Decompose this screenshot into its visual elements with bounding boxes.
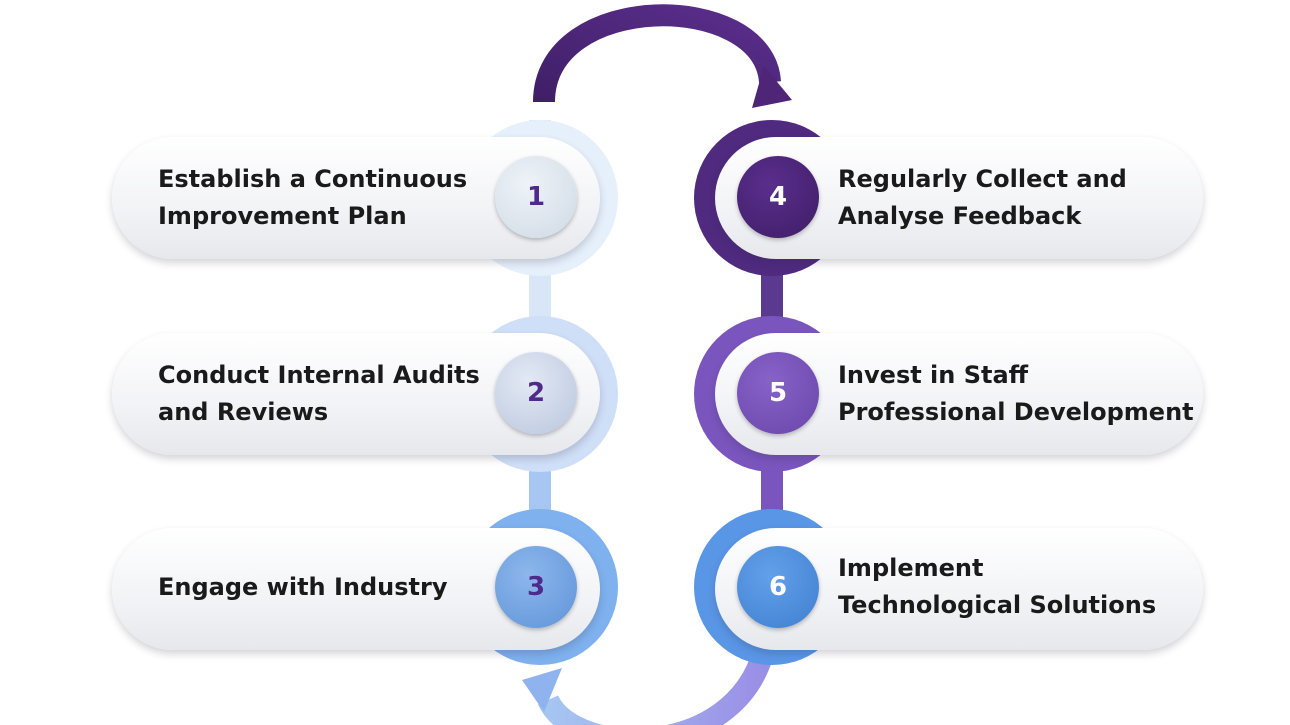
step-6-label: Implement Technological Solutions [838, 528, 1156, 646]
bottom-arc [537, 637, 777, 725]
step-4-line-2: Analyse Feedback [838, 202, 1082, 230]
step-6-line-1: Implement [838, 554, 984, 582]
step-1-number-badge: 1 [495, 156, 577, 238]
step-5-line-1: Invest in Staff [838, 361, 1029, 389]
step-2-line-2: and Reviews [158, 398, 329, 426]
step-5-line-2: Professional Development [838, 398, 1194, 426]
step-3-line-1: Engage with Industry [158, 572, 448, 601]
step-3-number-badge: 3 [495, 546, 577, 628]
step-5-number-badge: 5 [737, 352, 819, 434]
step-6-number-badge: 6 [737, 546, 819, 628]
bottom-arrowhead [522, 668, 562, 712]
step-4-label: Regularly Collect and Analyse Feedback [838, 137, 1127, 259]
step-1-label: Establish a Continuous Improvement Plan [158, 137, 467, 259]
step-1-line-2: Improvement Plan [158, 202, 407, 230]
step-6-line-2: Technological Solutions [838, 591, 1157, 619]
step-3-label: Engage with Industry [158, 528, 448, 646]
step-2-number-badge: 2 [495, 352, 577, 434]
top-arc [533, 4, 781, 103]
step-2-line-1: Conduct Internal Audits [158, 361, 480, 389]
step-4-number-badge: 4 [737, 156, 819, 238]
step-5-label: Invest in Staff Professional Development [838, 333, 1194, 455]
top-arrowhead [752, 66, 792, 108]
step-1-line-1: Establish a Continuous [158, 165, 468, 193]
step-2-label: Conduct Internal Audits and Reviews [158, 333, 480, 455]
step-4-line-1: Regularly Collect and [838, 165, 1127, 193]
